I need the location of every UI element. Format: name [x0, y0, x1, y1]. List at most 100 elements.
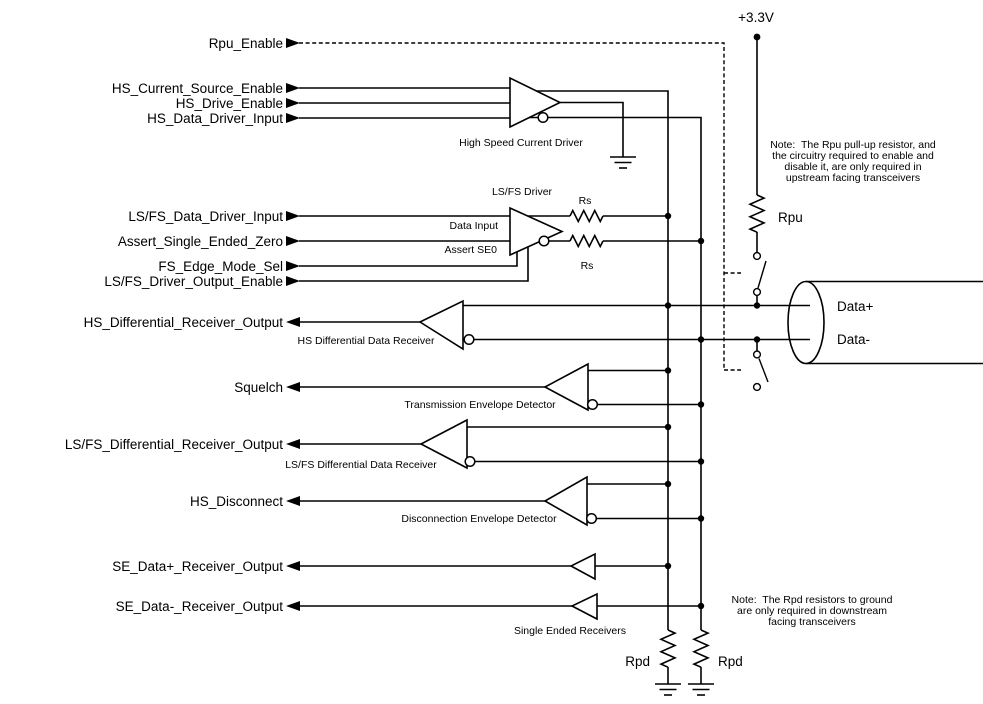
- junction-dot: [664, 480, 672, 488]
- ground-symbol: [655, 683, 681, 696]
- switch-blade: [758, 358, 769, 383]
- arrow-right-icon: [286, 261, 300, 271]
- arrow-left-icon: [286, 561, 300, 571]
- label-hs-differential-data-receiver: HS Differential Data Receiver: [298, 335, 435, 347]
- wire-output-dminus-rail: [529, 116, 702, 630]
- inverting-bubble: [538, 235, 550, 247]
- note-rpu-line3: disable it, are only required in: [784, 161, 921, 173]
- output-arrowheads: [286, 317, 300, 611]
- label-supply-3v3: +3.3V: [738, 10, 774, 25]
- junction-dot: [697, 515, 705, 522]
- arrow-right-icon: [286, 276, 300, 286]
- se-dminus-receiver-triangle: [570, 592, 598, 621]
- label-se-data-minus-receiver-output: SE_Data-_Receiver_Output: [116, 599, 284, 614]
- label-data-input: Data Input: [450, 220, 499, 232]
- label-lsfs-data-driver-input: LS/FS_Data_Driver_Input: [128, 209, 283, 224]
- label-hs-current-source-enable: HS_Current_Source_Enable: [112, 81, 283, 96]
- junction-dot: [664, 423, 672, 431]
- label-hs-data-driver-input: HS_Data_Driver_Input: [147, 111, 283, 126]
- rpu-switch-upper: [752, 251, 767, 297]
- inverting-bubble: [586, 398, 599, 411]
- single-ended-receivers: Single Ended Receivers: [299, 552, 701, 637]
- switch-contact: [752, 251, 762, 261]
- input-arrowheads: [286, 38, 300, 286]
- ground-symbol: [610, 156, 636, 169]
- junction-dots: [664, 212, 761, 610]
- label-rpu: Rpu: [778, 210, 803, 225]
- inverting-bubble: [585, 512, 598, 525]
- label-lsfs-differential-data-receiver: LS/FS Differential Data Receiver: [285, 459, 437, 471]
- hs-current-driver: High Speed Current Driver: [299, 76, 702, 630]
- arrow-left-icon: [286, 317, 300, 327]
- junction-dot: [664, 367, 672, 374]
- note-rpu-line2: the circuitry required to enable and: [772, 150, 934, 162]
- label-rs-top: Rs: [579, 195, 592, 207]
- lsfs-differential-data-receiver: LS/FS Differential Data Receiver: [285, 418, 701, 471]
- label-rpd-right: Rpd: [718, 654, 743, 669]
- label-assert-se0: Assert SE0: [444, 244, 497, 256]
- rpu-pullup-circuit: +3.3V Rpu: [738, 10, 803, 392]
- junction-dot: [664, 302, 672, 309]
- usb-cable: Data+ Data-: [787, 280, 983, 365]
- rs-resistor-bottom: [569, 233, 604, 249]
- inverting-bubble: [463, 333, 475, 346]
- arrow-left-icon: [286, 439, 300, 449]
- dashed-wire: [299, 42, 725, 370]
- ded-triangle: [543, 475, 588, 527]
- hs-receiver-triangle: [418, 299, 464, 351]
- label-lsfs-driver-output-enable: LS/FS_Driver_Output_Enable: [104, 274, 283, 289]
- junction-dot: [664, 562, 672, 570]
- note-rpu: Note: The Rpu pull-up resistor, and the …: [770, 139, 936, 184]
- junction-dot: [697, 602, 705, 610]
- junction-dot: [697, 237, 705, 245]
- label-data-minus: Data-: [837, 332, 870, 347]
- arrow-right-icon: [286, 98, 300, 108]
- signal-labels: Rpu_Enable HS_Current_Source_Enable HS_D…: [65, 36, 283, 614]
- wire-output-dplus-rail: [536, 90, 669, 630]
- note-rpd-line3: facing transceivers: [768, 616, 856, 628]
- lsfs-driver-triangle: [509, 206, 564, 257]
- hs-differential-data-receiver: HS Differential Data Receiver: [298, 299, 810, 351]
- label-hs-differential-receiver-output: HS_Differential_Receiver_Output: [84, 315, 284, 330]
- note-rpd-line1: Note: The Rpd resistors to ground: [732, 594, 893, 606]
- label-data-plus: Data+: [837, 299, 874, 314]
- junction-dot: [697, 336, 705, 343]
- arrow-right-icon: [286, 38, 300, 48]
- junction-dot: [697, 401, 705, 408]
- lsfs-receiver-triangle: [419, 418, 468, 470]
- hs-current-driver-triangle: [509, 76, 562, 129]
- label-rpu-enable: Rpu_Enable: [209, 36, 283, 51]
- rs-resistor-top: [569, 208, 604, 224]
- arrow-left-icon: [286, 601, 300, 611]
- disconnection-envelope-detector: Disconnection Envelope Detector: [299, 475, 701, 527]
- wire-to-ground: [560, 101, 624, 157]
- arrow-left-icon: [286, 496, 300, 506]
- se-dplus-receiver-triangle: [569, 552, 596, 581]
- arrow-left-icon: [286, 382, 300, 392]
- label-hs-disconnect: HS_Disconnect: [190, 494, 283, 509]
- arrow-right-icon: [286, 236, 300, 246]
- rpu-switch-lower: [752, 350, 769, 392]
- note-rpd: Note: The Rpd resistors to ground are on…: [732, 594, 893, 628]
- junction-dot: [753, 336, 761, 343]
- transmission-envelope-detector: Transmission Envelope Detector: [299, 362, 701, 412]
- ted-triangle: [543, 362, 589, 412]
- label-rs-bottom: Rs: [581, 260, 594, 272]
- note-rpu-line4: upstream facing transceivers: [786, 172, 920, 184]
- switch-contact: [752, 382, 762, 392]
- rpd-pulldowns: Rpd Rpd: [625, 629, 743, 696]
- arrow-right-icon: [286, 211, 300, 221]
- rpd-resistor-left: [659, 629, 677, 668]
- label-lsfs-differential-receiver-output: LS/FS_Differential_Receiver_Output: [65, 437, 283, 452]
- label-fs-edge-mode-sel: FS_Edge_Mode_Sel: [158, 259, 283, 274]
- rpu-enable-control-line: [299, 42, 741, 371]
- junction-dot: [664, 212, 672, 220]
- inverting-bubble: [537, 111, 549, 124]
- label-assert-single-ended-zero: Assert_Single_Ended_Zero: [118, 234, 283, 249]
- label-single-ended-receivers: Single Ended Receivers: [514, 625, 626, 637]
- junction-dot: [697, 458, 705, 465]
- junction-dot: [753, 302, 761, 309]
- arrow-right-icon: [286, 113, 300, 123]
